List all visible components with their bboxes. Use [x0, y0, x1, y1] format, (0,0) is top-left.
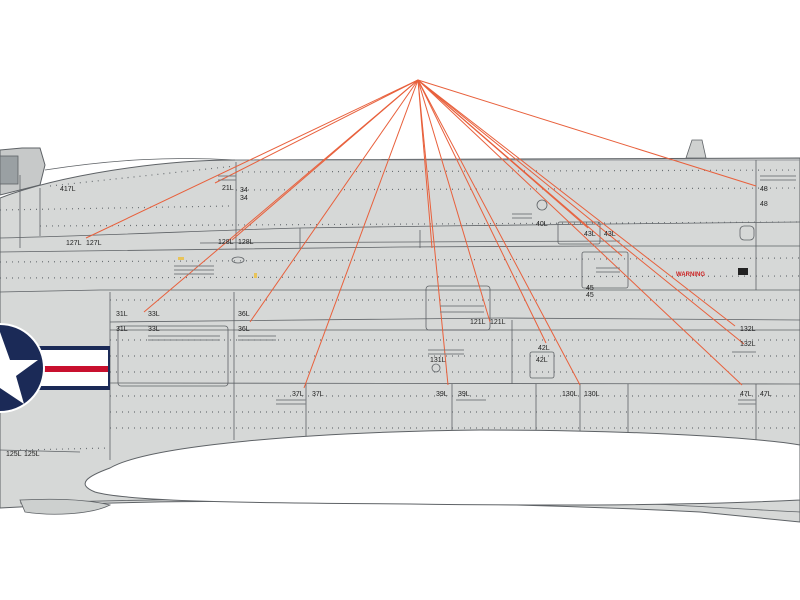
- label-125L: 125L: [6, 451, 22, 458]
- rivet-rows: [0, 165, 800, 451]
- label-43L-b: 43L: [604, 231, 616, 238]
- belly-fairing: [19, 498, 112, 515]
- label-40L: 40L: [536, 221, 548, 228]
- label-130L-b: 130L: [584, 391, 600, 398]
- dorsal-antenna: [685, 139, 707, 159]
- label-33L-b: 33L: [148, 326, 160, 333]
- label-37L-b: 37L: [312, 391, 324, 398]
- cockpit-sill: [44, 158, 236, 171]
- label-36L: 36L: [238, 311, 250, 318]
- label-48: 48: [760, 186, 768, 193]
- stencil-marks: [178, 257, 257, 278]
- access-panels: [117, 199, 755, 387]
- label-34b: 34: [240, 195, 248, 202]
- intake-oval: [84, 429, 800, 506]
- label-36L-b: 36L: [238, 326, 250, 333]
- label-127L: 127L: [66, 240, 82, 247]
- label-47L-b: 47L: [760, 391, 772, 398]
- label-130L: 130L: [562, 391, 578, 398]
- label-417L: 417L: [60, 186, 76, 193]
- roundel-insignia: [0, 323, 110, 413]
- label-31L: 31L: [116, 311, 128, 318]
- label-39L-b: 39L: [458, 391, 470, 398]
- label-42L-b: 42L: [536, 357, 548, 364]
- label-128L: 128L: [218, 239, 234, 246]
- label-31L-b: 31L: [116, 326, 128, 333]
- label-121L: 121L: [470, 319, 486, 326]
- label-34: 34: [240, 187, 248, 194]
- label-121L-b: 121L: [490, 319, 506, 326]
- label-21L: 21L: [222, 185, 234, 192]
- label-39L: 39L: [436, 391, 448, 398]
- label-48b: 48: [760, 201, 768, 208]
- label-45b: 45: [586, 292, 594, 299]
- label-131L: 131L: [430, 357, 446, 364]
- label-127L-b: 127L: [86, 240, 102, 247]
- label-37L: 37L: [292, 391, 304, 398]
- label-42L: 42L: [538, 345, 550, 352]
- label-125L-b: 125L: [24, 451, 40, 458]
- panel-labels: 21L 34 34 127L 127L 128L 128L 40L 43L 43…: [6, 185, 772, 458]
- callout-lines: [85, 79, 757, 389]
- stencil-text-blocks: [148, 175, 796, 405]
- label-128L-b: 128L: [238, 239, 254, 246]
- label-132L-b: 132L: [740, 341, 756, 348]
- canopy-glass: [0, 155, 19, 185]
- label-43L: 43L: [584, 231, 596, 238]
- warning-text: WARNING: [676, 272, 705, 278]
- label-45: 45: [586, 285, 594, 292]
- label-33L: 33L: [148, 311, 160, 318]
- label-132L: 132L: [740, 326, 756, 333]
- label-47L: 47L: [740, 391, 752, 398]
- warning-placard: WARNING: [676, 268, 748, 278]
